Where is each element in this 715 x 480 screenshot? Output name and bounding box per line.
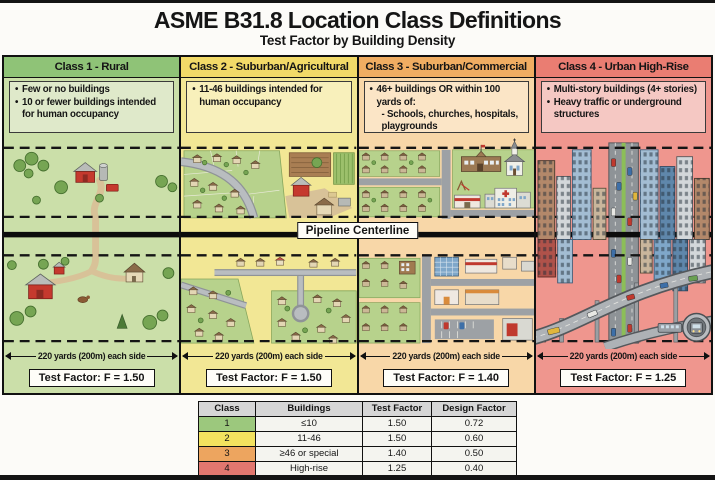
class-2-art	[181, 135, 357, 349]
col-header-design-factor: Design Factor	[431, 401, 517, 418]
class-3-header: Class 3 - Suburban/Commercial	[358, 57, 534, 79]
table-row: 3 ≥46 or special 1.40 0.50	[198, 446, 517, 462]
distance-label: 220 yards (200m) each side	[37, 351, 146, 362]
cell-buildings: 11-46	[255, 431, 363, 448]
class-4-distance-row: 220 yards (200m) each side	[536, 349, 711, 363]
cell-class: 1	[198, 416, 256, 433]
right-arrow-icon	[324, 352, 356, 360]
suburban-commercial-illustration	[358, 138, 534, 344]
class-3-test-factor: Test Factor: F = 1.40	[359, 363, 534, 393]
cell-design-factor: 0.60	[431, 431, 517, 448]
cell-test-factor: 1.50	[362, 431, 432, 448]
cell-class: 4	[198, 460, 256, 477]
location-class-diagram: Class 1 - Rural Few or no buildings 10 o…	[2, 55, 713, 396]
class-1-column: Class 1 - Rural Few or no buildings 10 o…	[4, 57, 180, 394]
class-4-description-box: Multi-story buildings (4+ stories) Heavy…	[540, 81, 706, 134]
cell-design-factor: 0.72	[431, 416, 517, 433]
class-1-bullet-list: Few or no buildings 10 or fewer building…	[14, 84, 169, 120]
pipeline-centerline-label: Pipeline Centerline	[296, 222, 419, 240]
class-1-description-box: Few or no buildings 10 or fewer building…	[9, 81, 175, 134]
table-row: 2 11-46 1.50 0.60	[198, 431, 517, 448]
class-4-header: Class 4 - Urban High-Rise	[535, 57, 711, 79]
cell-buildings: ≥46 or special	[255, 446, 363, 462]
cell-class: 2	[198, 431, 256, 448]
class-2-column: Class 2 - Suburban/Agricultural 11-46 bu…	[179, 57, 357, 394]
test-factor-box: Test Factor: F = 1.50	[205, 369, 332, 388]
page-title: ASME B31.8 Location Class Definitions	[153, 7, 562, 33]
distance-label: 220 yards (200m) each side	[215, 351, 323, 362]
cell-design-factor: 0.50	[431, 446, 517, 462]
right-arrow-icon	[501, 352, 533, 360]
class-4-bullet-list: Multi-story buildings (4+ stories) Heavy…	[546, 84, 701, 120]
page-subtitle: Test Factor by Building Density	[259, 33, 456, 49]
right-arrow-icon	[679, 352, 710, 360]
class-2-distance-row: 220 yards (200m) each side	[181, 349, 356, 363]
table-row: 1 ≤10 1.50 0.72	[198, 416, 517, 433]
test-factor-box: Test Factor: F = 1.40	[383, 369, 510, 388]
test-factor-box: Test Factor: F = 1.25	[560, 369, 687, 388]
bullet: 46+ buildings OR within 100 yards of:	[369, 84, 524, 108]
bullet: Multi-story buildings (4+ stories)	[546, 84, 701, 96]
class-2-bullet-list: 11-46 buildings intended for human occup…	[191, 84, 346, 108]
bullet-sub: - Schools, churches, hospitals, playgrou…	[381, 108, 519, 132]
cell-buildings: ≤10	[255, 416, 363, 433]
bullet: 10 or fewer buildings intended for human…	[14, 97, 169, 121]
bullet: Heavy traffic or underground structures	[546, 97, 701, 121]
class-3-bullet-list: 46+ buildings OR within 100 yards of: - …	[369, 84, 524, 132]
test-factor-box: Test Factor: F = 1.50	[28, 369, 155, 388]
class-4-test-factor: Test Factor: F = 1.25	[536, 363, 711, 393]
summary-table-section: Class Buildings Test Factor Design Facto…	[0, 401, 715, 477]
left-arrow-icon	[5, 352, 36, 360]
col-header-buildings: Buildings	[255, 401, 363, 418]
right-arrow-icon	[147, 352, 179, 360]
class-1-header: Class 1 - Rural	[4, 57, 180, 79]
table-row: 4 High-rise 1.25 0.40	[198, 460, 517, 477]
cell-class: 3	[198, 446, 256, 462]
class-4-art	[535, 135, 711, 350]
top-border-bar	[0, 0, 715, 3]
class-2-test-factor: Test Factor: F = 1.50	[181, 363, 356, 393]
bottom-border-bar	[0, 475, 715, 480]
table-header-row: Class Buildings Test Factor Design Facto…	[198, 401, 517, 418]
class-2-header: Class 2 - Suburban/Agricultural	[181, 57, 357, 79]
class-1-art	[4, 135, 180, 349]
class-3-description-box: 46+ buildings OR within 100 yards of: - …	[363, 81, 529, 134]
cell-test-factor: 1.50	[362, 416, 432, 433]
rural-illustration	[4, 147, 180, 343]
class-2-description-box: 11-46 buildings intended for human occup…	[186, 81, 352, 134]
class-summary-table: Class Buildings Test Factor Design Facto…	[198, 401, 517, 477]
class-1-test-factor: Test Factor: F = 1.50	[4, 363, 179, 393]
distance-label: 220 yards (200m) each side	[569, 351, 678, 362]
left-arrow-icon	[182, 352, 214, 360]
col-header-class: Class	[198, 401, 256, 418]
cell-test-factor: 1.25	[362, 460, 432, 477]
urban-highrise-illustration	[535, 142, 711, 350]
class-3-distance-row: 220 yards (200m) each side	[359, 349, 534, 363]
class-4-column: Class 4 - Urban High-Rise Multi-story bu…	[533, 57, 711, 394]
left-arrow-icon	[359, 352, 391, 360]
col-header-test-factor: Test Factor	[362, 401, 432, 418]
distance-label: 220 yards (200m) each side	[392, 351, 500, 362]
cell-buildings: High-rise	[255, 460, 363, 477]
cell-test-factor: 1.40	[362, 446, 432, 462]
suburban-agricultural-illustration	[181, 147, 357, 344]
class-3-art	[358, 135, 534, 349]
left-arrow-icon	[536, 352, 568, 360]
title-block: ASME B31.8 Location Class Definitions Te…	[0, 3, 715, 55]
bullet: 11-46 buildings intended for human occup…	[191, 84, 346, 108]
bullet: Few or no buildings	[14, 84, 169, 96]
class-1-distance-row: 220 yards (200m) each side	[4, 349, 179, 363]
